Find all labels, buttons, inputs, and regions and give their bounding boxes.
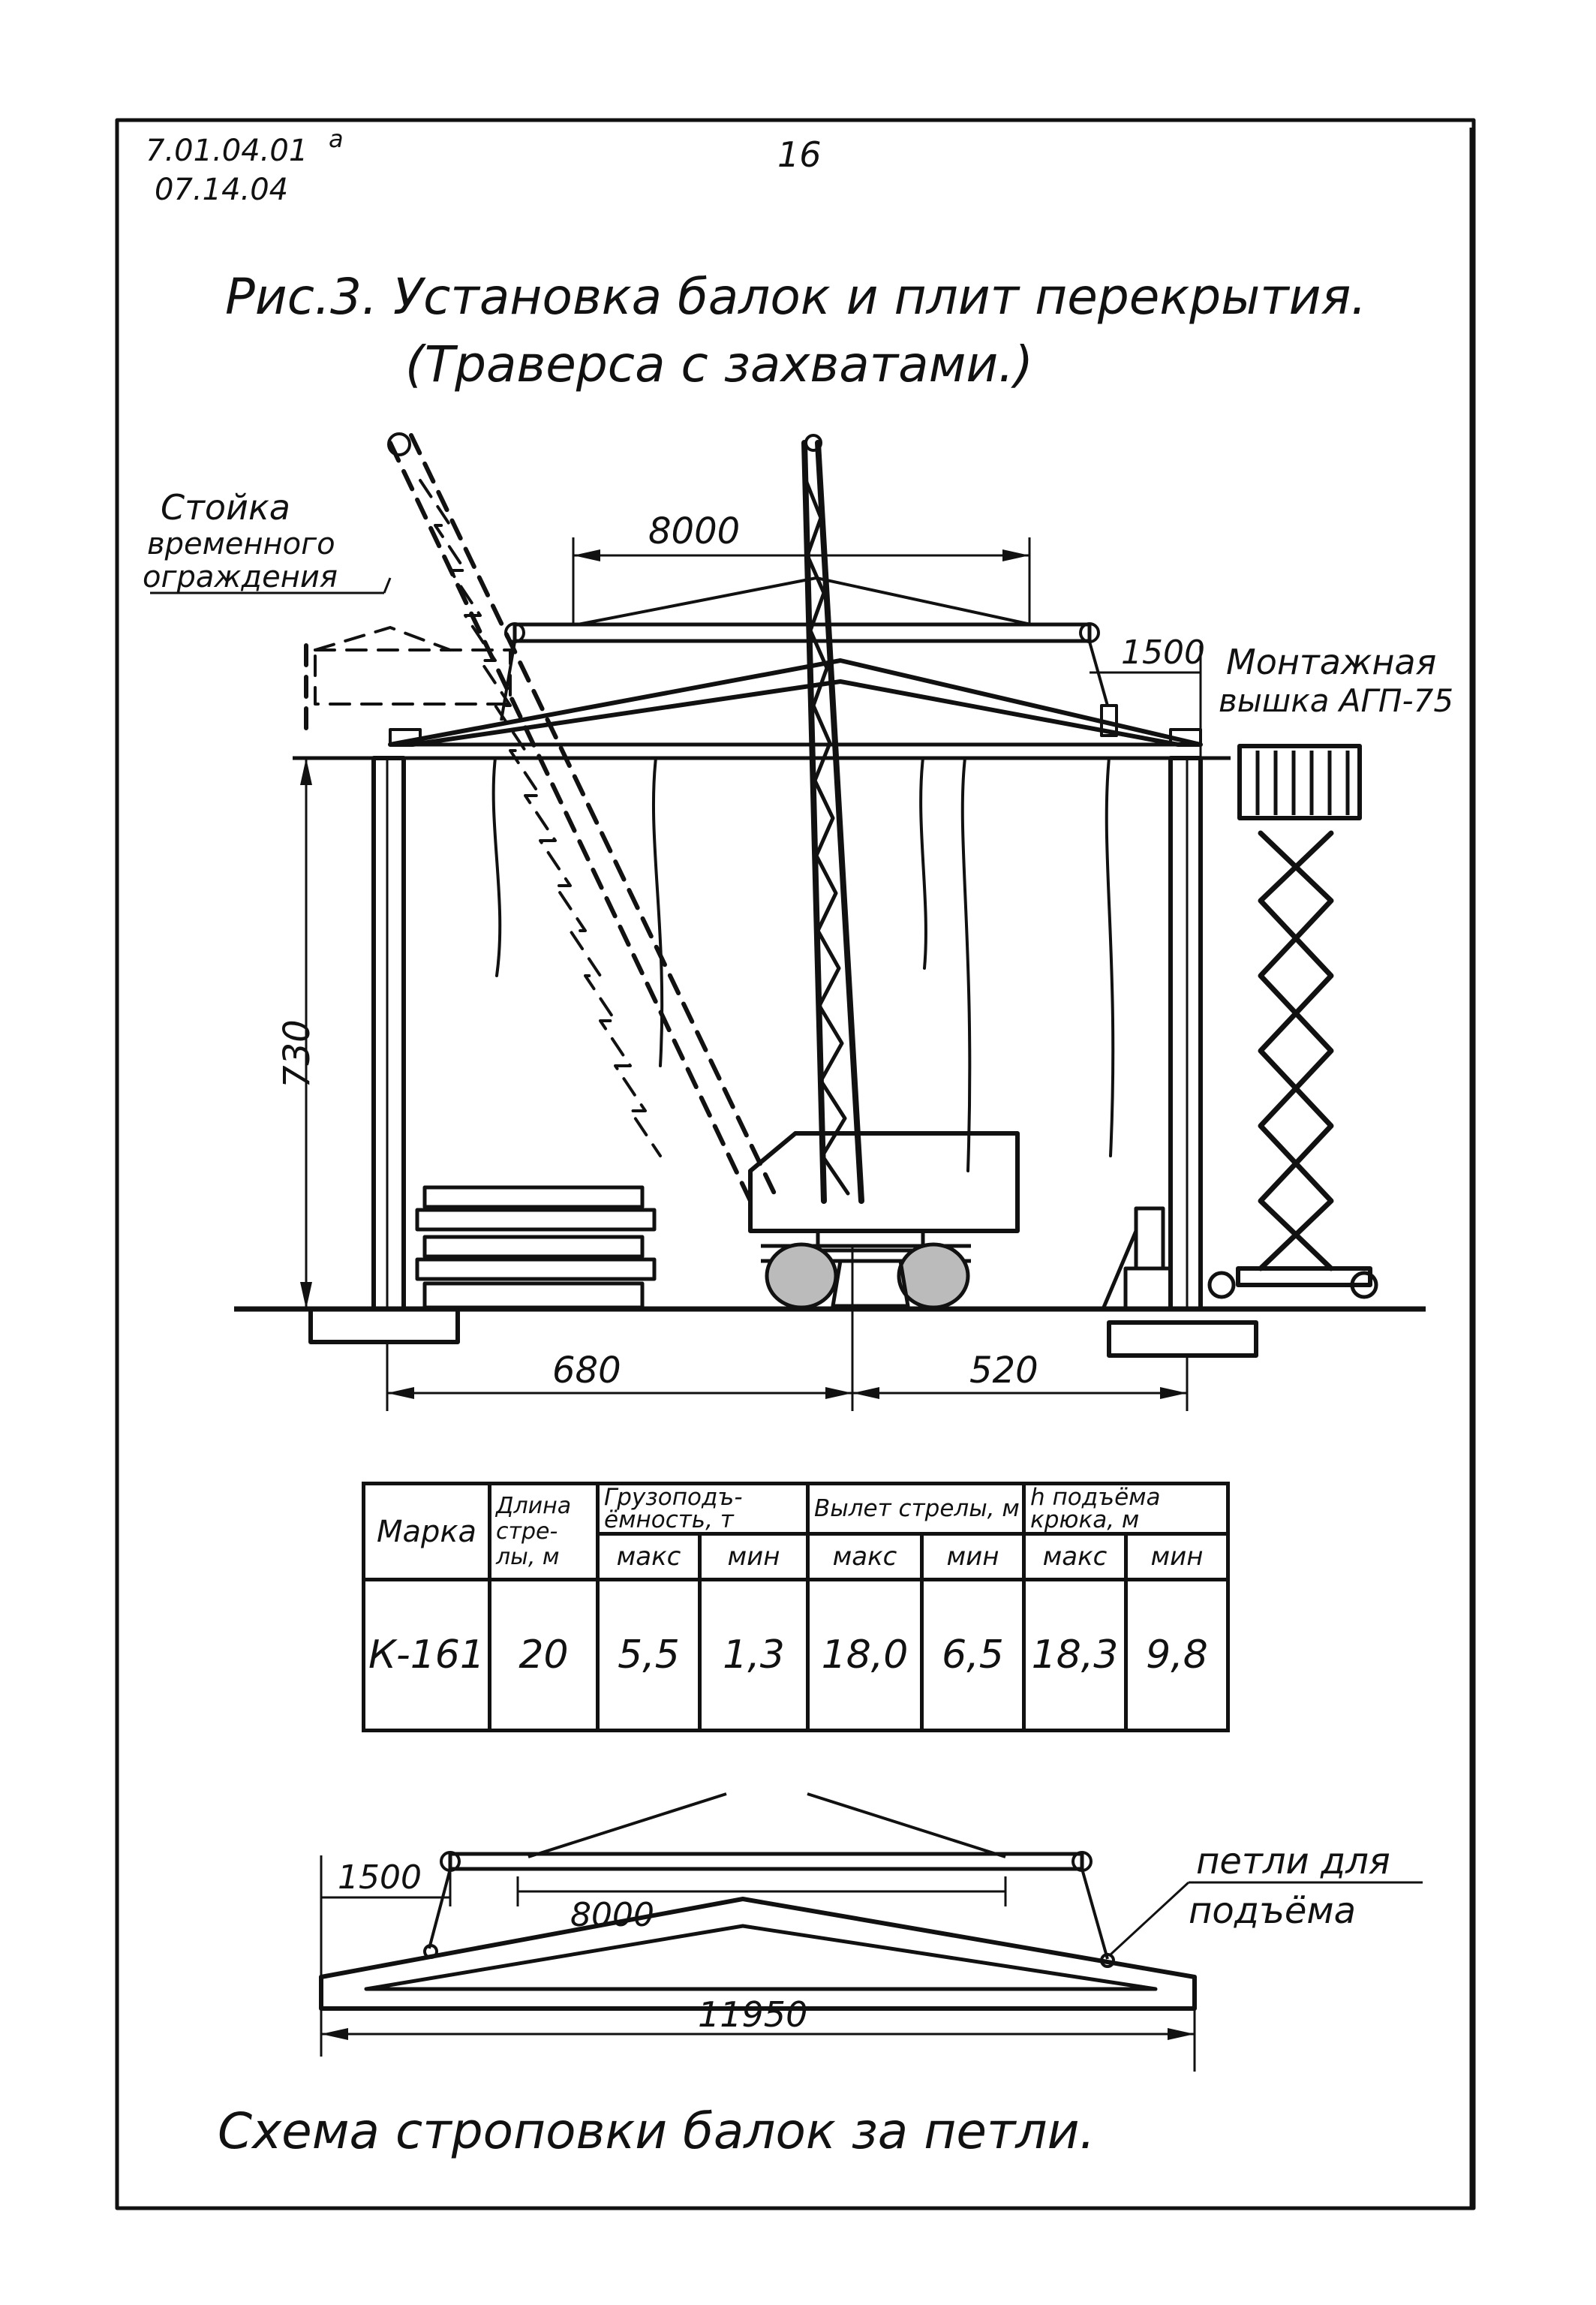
dim-left: 680 xyxy=(552,1350,621,1392)
crane-wheel-left xyxy=(765,1242,838,1310)
cell-hook-min: 9,8 xyxy=(1123,1578,1231,1732)
header-boom-length-line1: Длина xyxy=(496,1492,572,1519)
stacked-beams xyxy=(415,1185,657,1310)
sling-left xyxy=(577,576,817,626)
cell-reach-min: 6,5 xyxy=(920,1578,1026,1732)
dim-top-span: 8000 xyxy=(648,510,740,552)
scheme-traverse xyxy=(448,1852,1084,1871)
figure-title: Рис.3. Установка балок и плит перекрытия… xyxy=(225,268,1366,326)
scheme-caption: Схема строповки балок за петли. xyxy=(218,2102,1095,2160)
cell-boom-length: 20 xyxy=(488,1578,600,1732)
right-column xyxy=(1168,756,1203,1311)
cell-reach-max: 18,0 xyxy=(806,1578,924,1732)
slinging-scheme: 1500 8000 11950 петли для подъёма xyxy=(319,1792,1423,2072)
dim-right: 520 xyxy=(969,1350,1038,1392)
dim-height: 730 xyxy=(276,1019,318,1088)
header-reach-min: мин xyxy=(920,1532,1026,1581)
crane-boom xyxy=(801,434,864,1204)
crane-parameters-table: Марка Длина стре- лы, м Грузоподъ-ёмност… xyxy=(362,1482,1231,1732)
loops-label-2: подъёма xyxy=(1189,1890,1356,1932)
cell-capacity-max: 5,5 xyxy=(596,1578,702,1732)
header-hook-min: мин xyxy=(1123,1532,1231,1581)
tower-basket xyxy=(1237,744,1362,820)
left-foundation xyxy=(308,1307,460,1344)
sling-right xyxy=(816,576,1032,626)
header-capacity-min: мин xyxy=(698,1532,810,1581)
mounting-tower-label-2: вышка АГП-75 xyxy=(1219,682,1453,719)
cell-mark: К-161 xyxy=(362,1578,491,1732)
right-foundation xyxy=(1107,1320,1258,1358)
page-number: 16 xyxy=(777,134,822,175)
loops-label-1: петли для xyxy=(1196,1840,1390,1882)
scheme-beam xyxy=(319,1897,1197,2011)
support-stand xyxy=(1101,1206,1173,1311)
crane-wheel-right xyxy=(897,1242,970,1310)
header-mark: Марка xyxy=(362,1482,491,1581)
doc-date: 07.14.04 xyxy=(155,173,288,207)
crane-boom-previous-position xyxy=(304,432,777,1203)
header-boom-length-line3: лы, м xyxy=(496,1543,560,1570)
header-hook-max: макс xyxy=(1022,1532,1128,1581)
header-reach: Вылет стрелы, м xyxy=(806,1482,1026,1536)
header-boom-length-line2: стре- xyxy=(496,1518,558,1545)
header-boom-length: Длина стре- лы, м xyxy=(488,1482,600,1581)
mounting-tower xyxy=(1207,744,1378,1299)
doc-code: 7.01.04.01 xyxy=(146,134,308,168)
header-capacity: Грузоподъ-ёмность, т xyxy=(596,1482,810,1536)
page-frame xyxy=(115,118,1476,2210)
scheme-dim-offset: 1500 xyxy=(338,1858,422,1897)
scheme-dim-length: 11950 xyxy=(698,1994,807,2035)
elevation-drawing: 8000 1500 730 680 520 xyxy=(143,432,1453,1411)
crane-body xyxy=(748,1131,1020,1310)
temp-fence-post-label-2: временного xyxy=(147,527,335,561)
temp-fence-post-label-1: Стойка xyxy=(161,487,290,528)
header-hook-height: h подъёма крюка, м xyxy=(1021,1482,1231,1536)
figure-subtitle: (Траверса с захватами.) xyxy=(405,336,1033,393)
scheme-dim-span: 8000 xyxy=(570,1896,654,1934)
mounting-tower-label-1: Монтажная xyxy=(1226,642,1436,682)
traverse-beam xyxy=(512,622,1092,643)
cell-hook-max: 18,3 xyxy=(1022,1578,1128,1732)
dim-top-offset: 1500 xyxy=(1121,633,1205,672)
left-column xyxy=(371,756,406,1311)
temp-fence-post-label-3: ограждения xyxy=(143,560,338,594)
header-reach-max: макс xyxy=(806,1532,924,1581)
cell-capacity-min: 1,3 xyxy=(698,1578,810,1732)
header-capacity-max: макс xyxy=(596,1532,702,1581)
doc-code-suffix: a xyxy=(329,125,344,153)
